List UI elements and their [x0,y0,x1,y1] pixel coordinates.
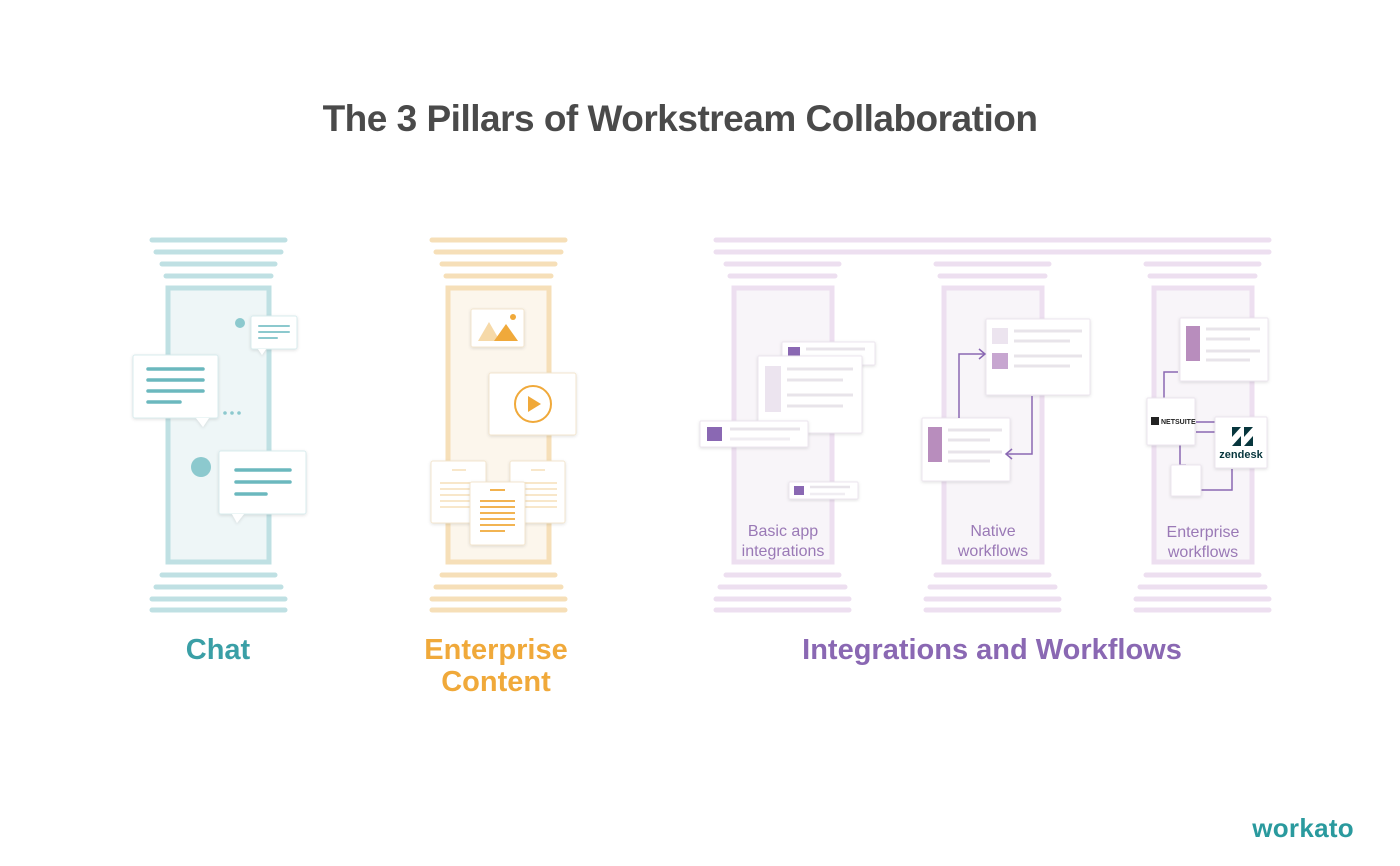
content-pillar [429,237,577,613]
chat-capital [149,237,288,279]
zendesk-logo: zendesk [1219,449,1263,461]
image-card [470,308,525,348]
page-title: The 3 Pillars of Workstream Collaboratio… [322,98,1038,139]
workato-logo: workato [1252,813,1354,843]
zendesk-icon [1232,427,1241,437]
integrations-capital [713,237,1272,613]
chat-bubble-reply [218,450,307,523]
chat-pillar [132,237,307,613]
chat-bubble-small [250,315,298,355]
integrations-pillar: NETSUITE zendesk [699,237,1272,613]
chat-label: Chat [185,634,251,666]
integrations-workflows-label: Integrations and Workflows [802,634,1182,666]
chat-base [149,572,288,613]
workflow-arrows [958,348,1033,460]
netsuite-logo-card [1146,397,1196,446]
netsuite-logo: NETSUITE [1161,419,1196,426]
typing-dots [223,411,241,415]
